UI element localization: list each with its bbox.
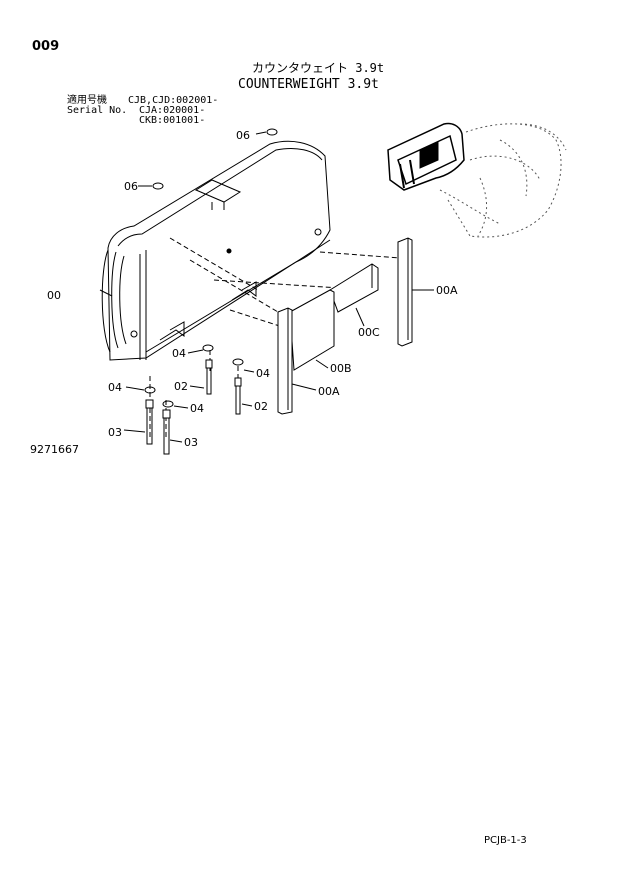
callout-00: 00	[47, 289, 61, 302]
callout-02-a: 02	[174, 380, 188, 393]
callout-00c: 00C	[358, 326, 380, 339]
serial-range-1: CJB,CJD:002001-	[128, 95, 219, 106]
callout-06-side: 06	[124, 180, 138, 193]
serial-label-english: Serial No.	[67, 105, 128, 116]
figure-number: 9271667	[30, 443, 79, 456]
weight-plate-00a-front	[277, 307, 293, 415]
callout-04-a: 04	[172, 347, 186, 360]
counterweight-body	[101, 140, 331, 361]
cap-06	[138, 128, 278, 190]
locator-thumbnail	[387, 122, 567, 238]
callout-06-top: 06	[236, 129, 250, 142]
callout-00a-right: 00A	[436, 284, 458, 297]
bolts-03	[145, 399, 171, 455]
page-code: PCJB-1-3	[484, 835, 527, 846]
callout-00b: 00B	[330, 362, 352, 375]
title-japanese: カウンタウェイト 3.9t	[252, 61, 385, 75]
bolts-02	[205, 359, 242, 415]
washers-04	[144, 344, 244, 408]
callout-00a-front: 00A	[318, 385, 340, 398]
weight-plate-00a-right	[397, 237, 413, 347]
leader-lines	[99, 289, 434, 443]
callout-03-a: 03	[108, 426, 122, 439]
callout-04-b: 04	[256, 367, 270, 380]
callout-03-b: 03	[184, 436, 198, 449]
callout-04-d: 04	[190, 402, 204, 415]
serial-range-2: CJA:020001-	[139, 105, 206, 116]
serial-range-3: CKB:001001-	[139, 115, 206, 126]
weight-plate-00b	[289, 289, 335, 371]
callout-02-b: 02	[254, 400, 268, 413]
guide-lines	[149, 237, 401, 438]
title-english: COUNTERWEIGHT 3.9t	[238, 77, 379, 92]
serial-label-japanese: 適用号機	[67, 95, 107, 106]
callout-04-c: 04	[108, 381, 122, 394]
weight-plate-00c	[329, 263, 379, 313]
page-number: 009	[32, 39, 60, 54]
